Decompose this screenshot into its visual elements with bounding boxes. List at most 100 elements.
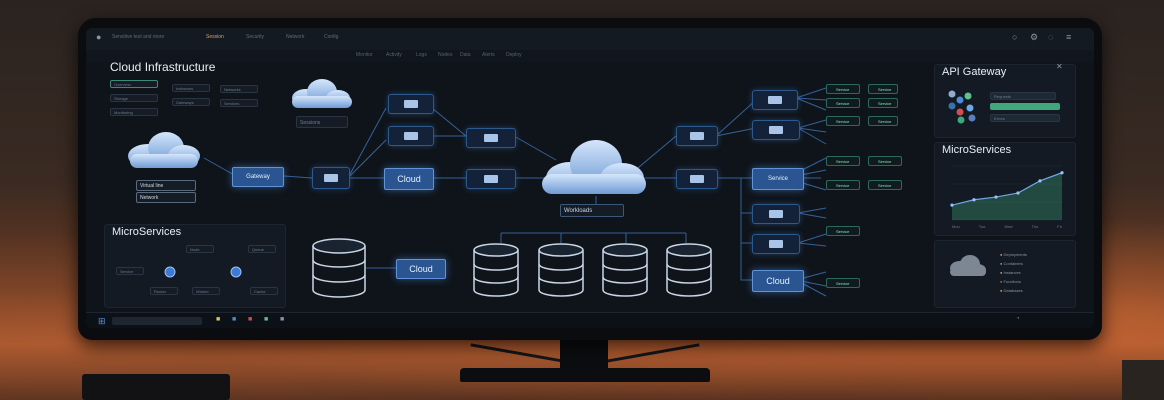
list-item[interactable]: Service <box>868 84 898 94</box>
start-icon[interactable]: ⊞ <box>98 316 106 326</box>
server-node[interactable] <box>466 128 516 148</box>
server-node[interactable] <box>388 126 434 146</box>
menu-item[interactable]: Nodes <box>438 52 453 58</box>
tab-3[interactable]: Network <box>286 34 305 40</box>
list-item[interactable]: Service <box>868 98 898 108</box>
server-node[interactable] <box>752 234 800 254</box>
monitor-base <box>460 368 710 382</box>
tab-1[interactable]: Session <box>206 34 224 40</box>
menu-item[interactable]: Deploy <box>506 52 522 58</box>
server-node[interactable] <box>752 120 800 140</box>
list-item[interactable]: Service <box>868 156 902 166</box>
sidebar-item[interactable]: Gateways <box>172 98 210 106</box>
database-icon <box>602 243 648 297</box>
server-node[interactable] <box>752 204 800 224</box>
chart-point <box>950 203 954 207</box>
ms-hub-icons <box>164 266 242 278</box>
api-row: Errors <box>990 114 1060 122</box>
close-icon[interactable]: ✕ <box>1056 62 1063 71</box>
vnet-box-line1: Virtual line <box>136 180 196 191</box>
tab-0[interactable]: Sensitive test and more <box>112 34 165 40</box>
sidebar-item[interactable]: Overview <box>110 80 158 88</box>
database-icon <box>538 243 584 297</box>
cloud-stack-icon <box>950 255 986 276</box>
menu-item[interactable]: Activity <box>386 52 402 58</box>
server-node[interactable] <box>466 169 516 189</box>
search-input[interactable] <box>112 317 202 325</box>
api-row-bar <box>990 103 1060 110</box>
search-icon[interactable]: ○ <box>1012 32 1018 42</box>
chart-point <box>972 198 976 202</box>
desk-device <box>82 374 230 400</box>
ms-node[interactable]: Queue <box>248 245 276 253</box>
tab-2[interactable]: Security <box>246 34 265 40</box>
api-gateway-title: API Gateway <box>942 66 1007 78</box>
api-gateway-dots <box>948 90 976 124</box>
taskbar: ⊞ ■ ■ ■ ■ ■ ◔ <box>86 312 1094 328</box>
gear-icon[interactable]: ⚙ <box>1030 32 1039 42</box>
service-tag[interactable]: Service <box>752 168 804 190</box>
ms-node[interactable]: Cache <box>250 287 278 295</box>
sidebar-item[interactable]: Instances <box>172 84 210 92</box>
app-icon[interactable]: ■ <box>264 316 269 323</box>
cloud-tag-db[interactable]: Cloud <box>396 259 446 279</box>
menu-item[interactable]: Logs <box>416 52 427 58</box>
list-item[interactable]: Service <box>826 84 860 94</box>
menu-item[interactable]: Monitor <box>356 52 373 58</box>
list-item[interactable]: Service <box>826 156 860 166</box>
x-tick-label: Fri <box>1057 224 1062 229</box>
monitor-stand <box>560 340 608 370</box>
ms-node[interactable]: Service <box>116 267 144 275</box>
chart-point <box>1060 171 1064 175</box>
system-tray-icon[interactable]: ◔ <box>1016 316 1020 322</box>
ms-node[interactable]: Router <box>150 287 178 295</box>
server-node[interactable] <box>312 167 350 189</box>
tab-4[interactable]: Config <box>324 34 339 40</box>
list-item[interactable]: Service <box>826 278 860 288</box>
sidebar-item[interactable]: Services <box>220 99 258 107</box>
x-tick-label: Wed <box>1004 224 1013 229</box>
server-node[interactable] <box>388 94 434 114</box>
menu-item[interactable]: Alerts <box>482 52 495 58</box>
menu-row: Monitor Activity Logs Nodes Data Alerts … <box>86 50 1094 62</box>
legend-item: ● Databases <box>1000 288 1023 293</box>
cloud-tag-bottom[interactable]: Cloud <box>752 270 804 292</box>
bell-icon[interactable]: ◌ <box>1048 32 1054 42</box>
chart-line <box>951 172 1063 206</box>
app-icon[interactable]: ■ <box>280 316 285 323</box>
browser-icon[interactable]: ■ <box>232 316 237 323</box>
chart-point <box>1038 179 1042 183</box>
desk-device-right <box>1122 360 1164 400</box>
list-item[interactable]: Service <box>868 116 898 126</box>
ms-node[interactable]: Worker <box>192 287 220 295</box>
menu-item[interactable]: Data <box>460 52 471 58</box>
gateway-tag[interactable]: Gateway <box>232 167 284 187</box>
ms-node[interactable]: Node <box>186 245 214 253</box>
app-icon[interactable]: ■ <box>248 316 253 323</box>
list-item[interactable]: Service <box>826 116 860 126</box>
monitor-screen: ● Sensitive test and more Session Securi… <box>86 28 1094 328</box>
sidebar-item[interactable]: Monitoring <box>110 108 158 116</box>
sidebar-item[interactable]: Storage <box>110 94 158 102</box>
database-icons <box>312 238 712 298</box>
cloud-tag-middle[interactable]: Cloud <box>384 168 434 190</box>
sidebar-item[interactable]: Networks <box>220 85 258 93</box>
x-tick-label: Tue <box>978 224 986 229</box>
folder-icon[interactable]: ■ <box>216 316 221 323</box>
microservices-chart-title: MicroServices <box>942 144 1012 156</box>
microservices-chart-panel <box>934 142 1076 236</box>
api-row: Requests <box>990 92 1056 100</box>
legend-item: ● Containers <box>1000 261 1023 266</box>
server-node[interactable] <box>676 126 718 146</box>
database-icon <box>473 243 519 297</box>
x-tick-label: Mon <box>952 224 960 229</box>
menu-icon[interactable]: ≡ <box>1066 32 1072 42</box>
server-node[interactable] <box>676 169 718 189</box>
list-item[interactable]: Service <box>826 98 860 108</box>
list-item[interactable]: Service <box>826 226 860 236</box>
chart-point <box>1016 191 1020 195</box>
server-node[interactable] <box>752 90 798 110</box>
list-item[interactable]: Service <box>826 180 860 190</box>
legend-item: ● Functions <box>1000 279 1021 284</box>
list-item[interactable]: Service <box>868 180 902 190</box>
